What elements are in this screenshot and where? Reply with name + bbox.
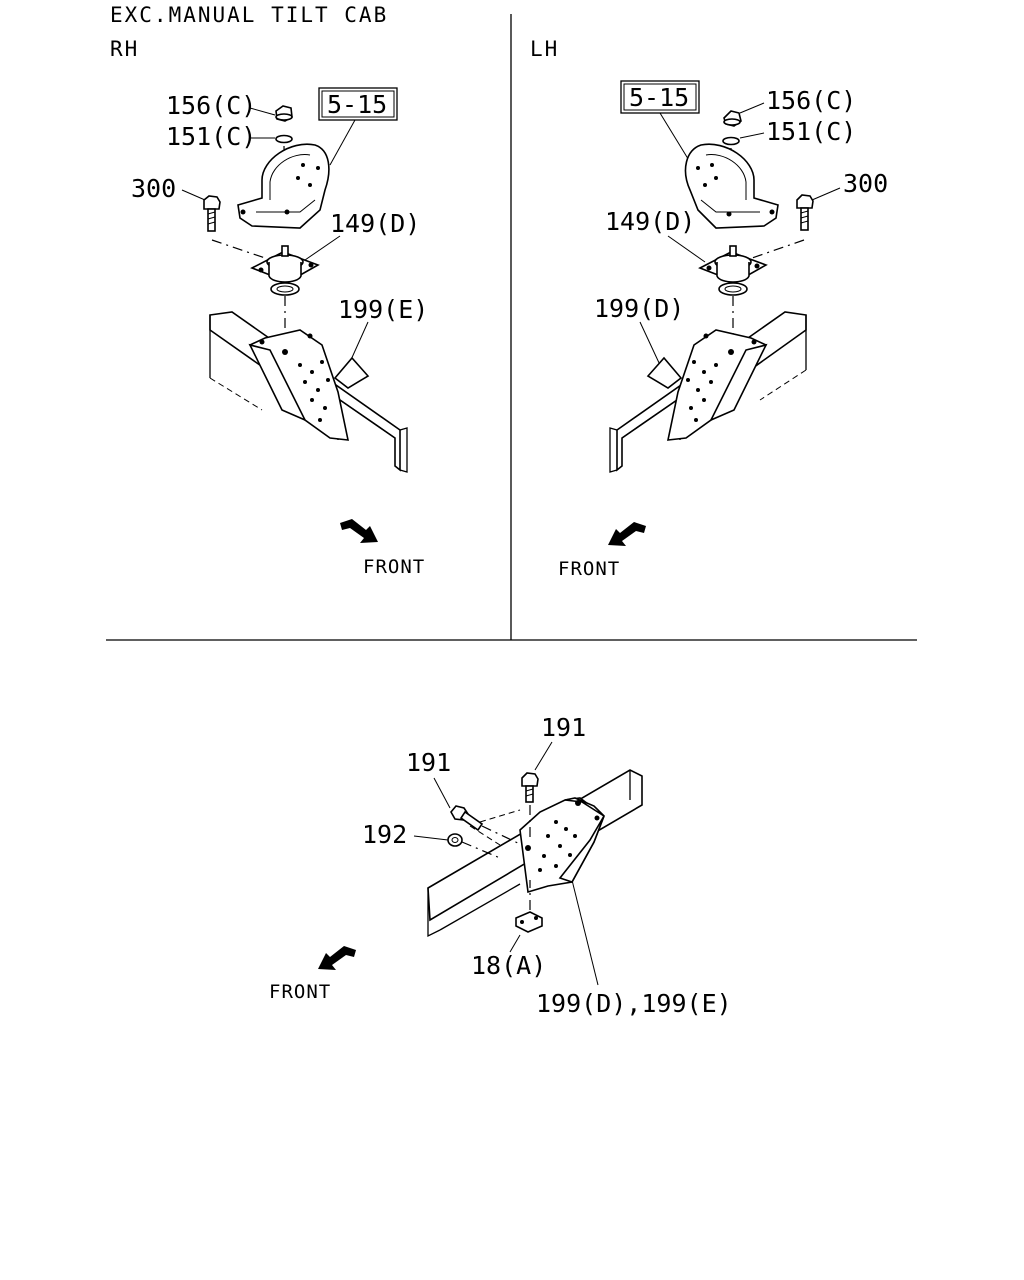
lh-view: 5-15 156(C) 151(C) 300 149(D) 199(D) [558,80,888,580]
rh-part-149d[interactable]: 149(D) [330,209,420,238]
front-arrow-icon [340,519,378,543]
lh-mount-149d [698,245,768,296]
rh-part-156c[interactable]: 156(C) [166,91,256,120]
rh-nut-icon [275,105,293,122]
rh-mount-149d [250,245,320,296]
lower-part-192[interactable]: 192 [362,820,407,849]
lh-nut-icon [723,110,742,127]
rh-ref-box-text: 5-15 [327,90,387,119]
rh-bolt-300-icon [203,195,221,232]
lh-part-300[interactable]: 300 [843,169,888,198]
rh-washer-icon [275,134,293,144]
lh-part-199d[interactable]: 199(D) [594,294,684,323]
lh-part-149d[interactable]: 149(D) [605,207,695,236]
lower-part-191-top[interactable]: 191 [541,713,586,742]
lower-nut-192-icon [447,833,463,847]
rh-bracket-199e [248,329,370,441]
lh-part-156c[interactable]: 156(C) [766,86,856,115]
lower-bracket-199 [519,797,605,894]
rh-part-151c[interactable]: 151(C) [166,122,256,151]
lh-ref-box-text: 5-15 [629,83,689,112]
lower-plate-18a-icon [515,911,543,933]
lh-front-label: FRONT [558,558,620,580]
lower-part-18a[interactable]: 18(A) [471,951,546,980]
rh-cab-bracket [237,143,330,229]
lh-bolt-300-icon [796,194,814,231]
front-arrow-icon [608,522,646,546]
lower-front-label: FRONT [269,981,331,1003]
lower-view: 191 191 192 18(A) 199(D),199(E) [269,713,732,1018]
lh-part-151c[interactable]: 151(C) [766,117,856,146]
rh-part-300[interactable]: 300 [131,174,176,203]
lh-label: LH [530,37,559,61]
lh-cab-bracket [684,143,779,229]
rh-label: RH [110,37,139,61]
rh-part-199e[interactable]: 199(E) [338,295,428,324]
rh-ref-box[interactable]: 5-15 [318,87,398,121]
lower-part-199d-199e[interactable]: 199(D),199(E) [536,989,732,1018]
lower-bolt-191-side-icon [450,805,484,832]
condition-title: EXC.MANUAL TILT CAB [110,3,388,27]
rh-front-label: FRONT [363,556,425,578]
rh-view: 5-15 156(C) 151(C) 300 149(D) 199(E) [131,87,428,578]
front-arrow-icon [318,946,356,970]
lower-part-191-side[interactable]: 191 [406,748,451,777]
lower-bolt-191-top-icon [521,772,539,803]
lh-washer-icon [722,136,740,146]
lh-ref-box[interactable]: 5-15 [620,80,700,114]
lh-bracket-199d [646,329,768,441]
